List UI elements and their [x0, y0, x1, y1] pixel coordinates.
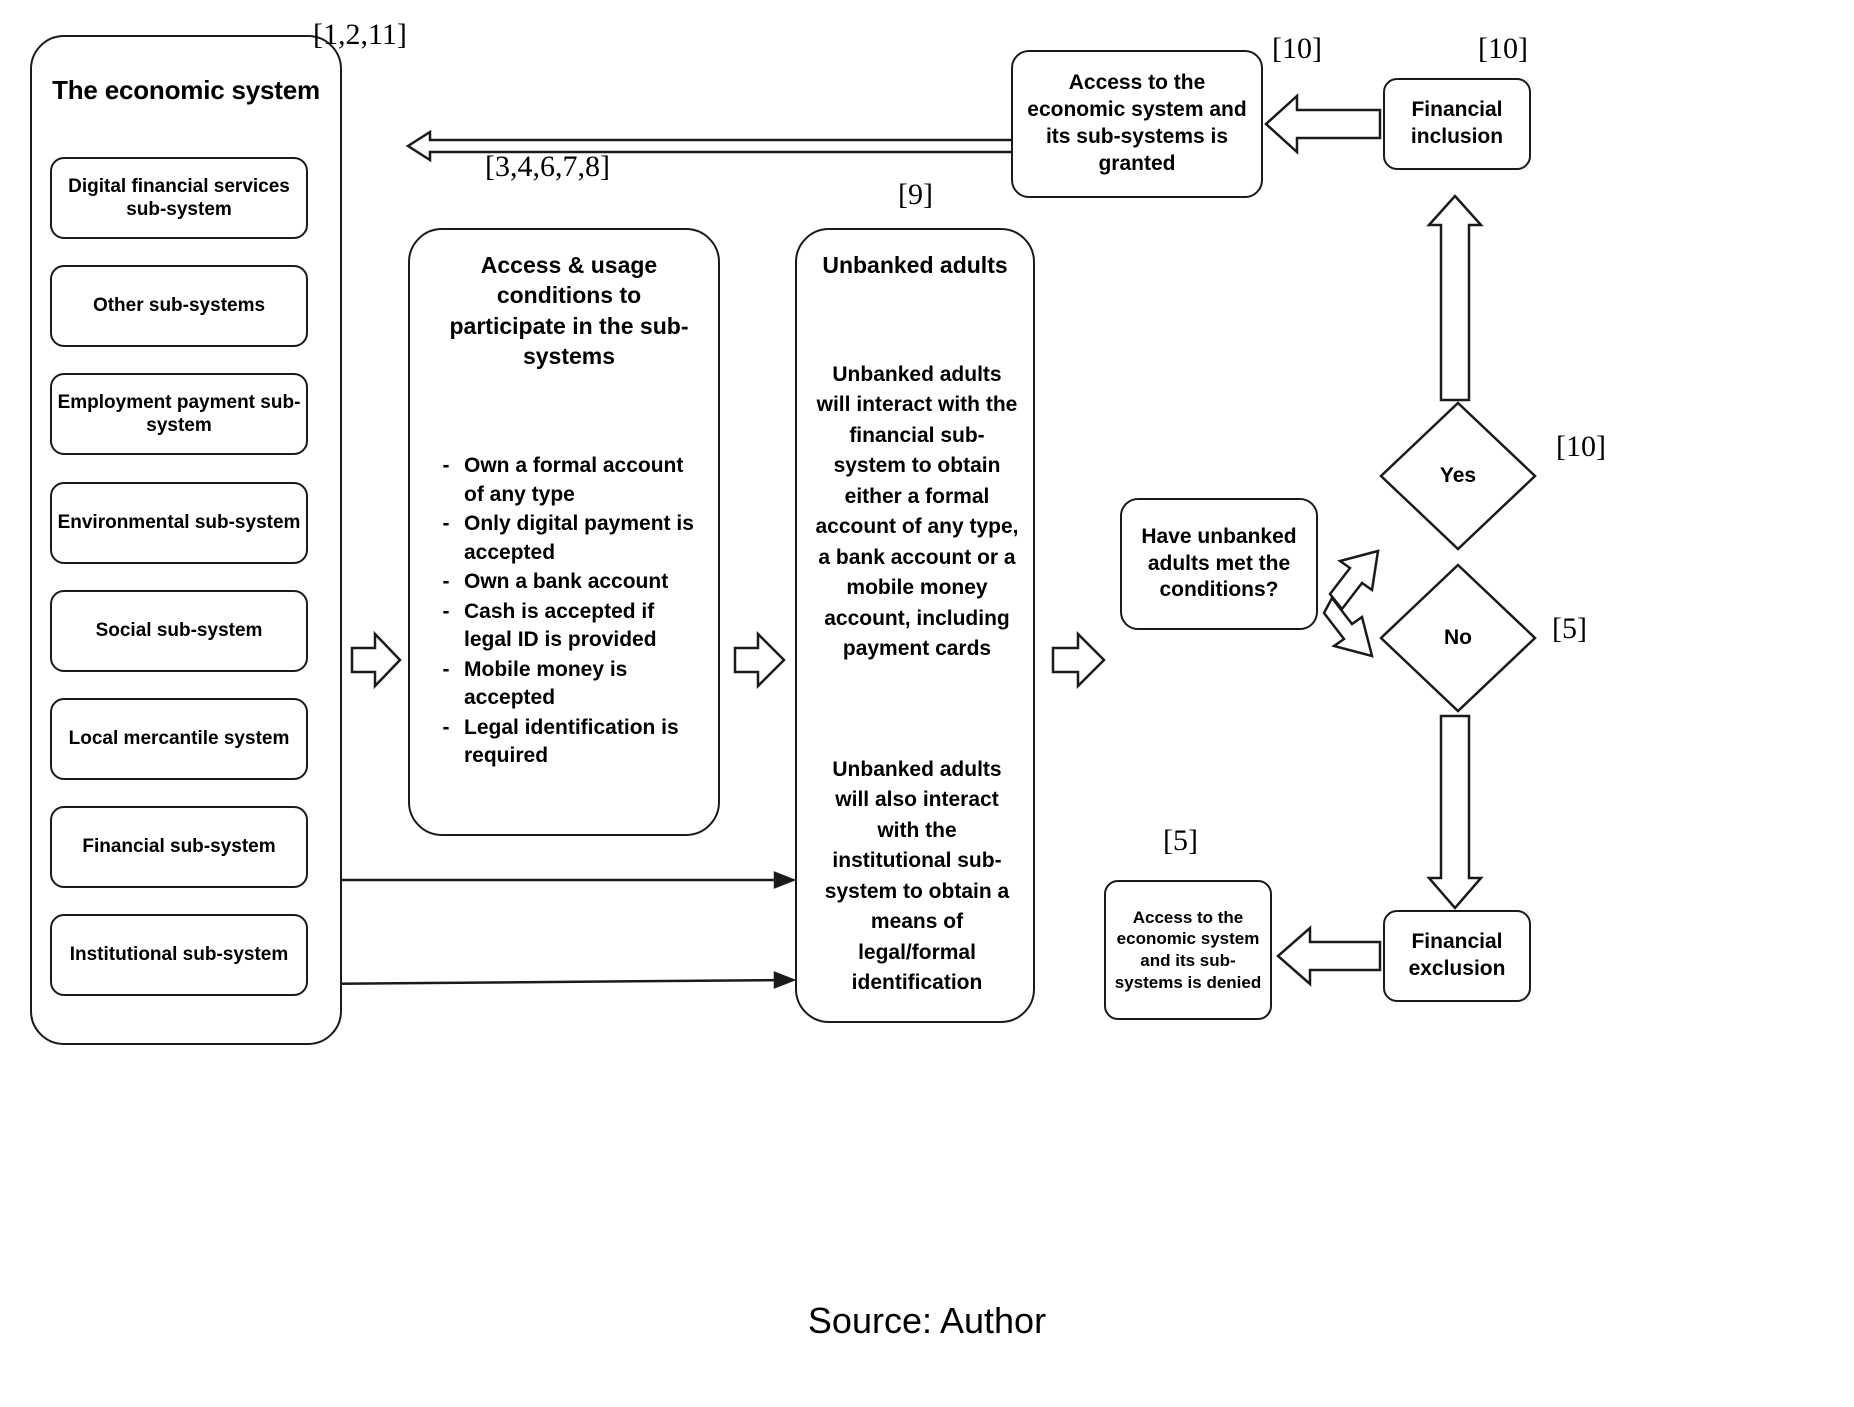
condition-text: Mobile money is accepted — [464, 657, 628, 710]
ref-access-denied: [5] — [1163, 824, 1198, 857]
financial-exclusion-box: Financial exclusion — [1383, 910, 1531, 1002]
ref-yes: [10] — [1556, 430, 1606, 463]
bullet-dash: - — [442, 454, 450, 477]
ref-no: [5] — [1552, 612, 1587, 645]
access-granted-box: Access to the economic system and its su… — [1011, 50, 1263, 198]
unbanked-adults-box: Unbanked adults Unbanked adults will int… — [795, 228, 1035, 1023]
sub-system-label: Digital financial services sub-system — [68, 175, 290, 220]
sub-system-local-mercantile[interactable]: Local mercantile system — [50, 698, 308, 780]
arrow-conditions-to-unbanked — [733, 630, 786, 690]
arrow-yes-to-financial-inclusion — [1426, 194, 1484, 402]
sub-system-environmental[interactable]: Environmental sub-system — [50, 482, 308, 564]
arrow-unbanked-to-question — [1051, 630, 1106, 690]
economic-system-container: The economic system Digital financial se… — [30, 35, 342, 1045]
ref-unbanked: [9] — [898, 178, 933, 211]
arrow-inclusion-to-access-granted — [1264, 93, 1382, 155]
line-institutional-subsystem-to-unbanked — [304, 971, 797, 993]
sub-system-label: Other sub-systems — [92, 295, 266, 317]
condition-text: Own a bank account — [464, 570, 669, 594]
sub-system-label: Institutional sub-system — [69, 944, 289, 966]
decision-yes-diamond[interactable]: Yes — [1378, 400, 1538, 552]
financial-inclusion-box: Financial inclusion — [1383, 78, 1531, 170]
bullet-dash: - — [442, 657, 450, 681]
sub-system-social[interactable]: Social sub-system — [50, 590, 308, 672]
conditions-list: - Own a formal account of any type - Onl… — [428, 452, 706, 772]
arrow-exclusion-to-access-denied — [1276, 925, 1382, 987]
condition-item: - Cash is accepted if legal ID is provid… — [428, 598, 706, 655]
unbanked-adults-title: Unbanked adults — [822, 252, 1008, 278]
access-denied-box: Access to the economic system and its su… — [1104, 880, 1272, 1020]
bullet-dash: - — [442, 570, 450, 594]
condition-item: - Own a bank account — [428, 568, 706, 597]
condition-item: - Mobile money is accepted — [428, 656, 706, 713]
decision-no-diamond[interactable]: No — [1378, 562, 1538, 714]
sub-system-label: Employment payment sub-system — [57, 391, 301, 436]
line-financial-subsystem-to-unbanked — [304, 871, 797, 889]
condition-item: - Only digital payment is accepted — [428, 510, 706, 567]
condition-item: - Legal identification is required — [428, 714, 706, 771]
decision-yes-label: Yes — [1439, 464, 1477, 487]
arrow-question-to-no — [1322, 595, 1374, 658]
unbanked-paragraph-financial: Unbanked adults will interact with the f… — [815, 363, 1019, 660]
condition-text: Legal identification is required — [464, 715, 679, 768]
ref-economic-system: [1,2,11] — [313, 18, 407, 51]
conditions-question-box: Have unbanked adults met the conditions? — [1120, 498, 1318, 630]
sub-system-employment-payment[interactable]: Employment payment sub-system — [50, 373, 308, 455]
condition-text: Only digital payment is accepted — [464, 512, 694, 564]
decision-no-label: No — [1444, 626, 1472, 649]
ref-access-granted: [10] — [1272, 32, 1322, 65]
condition-text: Own a formal account of any type — [464, 454, 684, 506]
diamond-shape — [1379, 563, 1537, 713]
sub-system-label: Environmental sub-system — [57, 512, 301, 534]
bullet-dash: - — [442, 715, 450, 739]
sub-system-other[interactable]: Other sub-systems — [50, 265, 308, 347]
financial-exclusion-label: Financial exclusion — [1408, 930, 1506, 980]
economic-system-title: The economic system — [52, 75, 320, 105]
condition-text: Cash is accepted if legal ID is provided — [464, 599, 657, 652]
bullet-dash: - — [442, 599, 450, 623]
diamond-shape — [1379, 401, 1537, 551]
conditions-question-label: Have unbanked adults met the conditions? — [1141, 524, 1297, 602]
arrow-question-to-yes — [1328, 549, 1380, 612]
conditions-title: Access & usage conditions to participate… — [449, 252, 689, 370]
access-granted-label: Access to the economic system and its su… — [1027, 71, 1247, 175]
arrow-economic-to-conditions — [350, 630, 402, 690]
sub-system-label: Local mercantile system — [68, 728, 290, 750]
ref-financial-inclusion: [10] — [1478, 32, 1528, 65]
sub-system-digital-financial-services[interactable]: Digital financial services sub-system — [50, 157, 308, 239]
sub-system-financial[interactable]: Financial sub-system — [50, 806, 308, 888]
ref-conditions: [3,4,6,7,8] — [485, 150, 610, 183]
access-denied-label: Access to the economic system and its su… — [1114, 907, 1262, 992]
financial-inclusion-label: Financial inclusion — [1410, 98, 1504, 148]
sub-system-label: Social sub-system — [95, 620, 263, 642]
condition-item: - Own a formal account of any type — [428, 452, 706, 509]
sub-system-institutional[interactable]: Institutional sub-system — [50, 914, 308, 996]
bullet-dash: - — [442, 512, 450, 536]
sub-system-label: Financial sub-system — [82, 836, 276, 858]
unbanked-paragraph-institutional: Unbanked adults will also interact with … — [824, 758, 1010, 995]
source-caption: Source: Author — [807, 1300, 1047, 1341]
access-usage-conditions-box: Access & usage conditions to participate… — [408, 228, 720, 836]
arrow-no-to-financial-exclusion — [1426, 714, 1484, 910]
